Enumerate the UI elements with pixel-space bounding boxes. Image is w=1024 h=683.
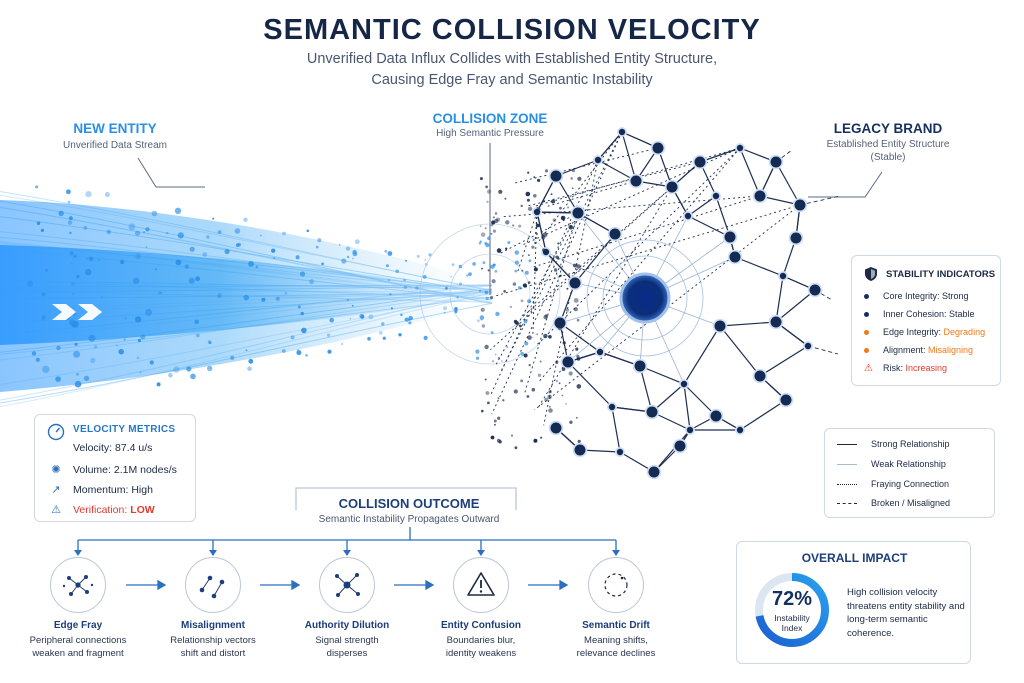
semantic-drift-desc-1: Meaning shifts, (584, 635, 648, 646)
legacy-brand-subtitle-line-1: Established Entity Structure (826, 139, 950, 150)
volume-row: ✺ Volume: 2.1M nodes/s (47, 463, 177, 476)
semantic-drift-desc-2: relevance declines (576, 648, 656, 659)
volume-value: Volume: 2.1M nodes/s (73, 464, 177, 476)
semantic-drift-circle (588, 557, 644, 613)
legend-weak: Weak Relationship (837, 459, 946, 469)
overall-impact-title: OVERALL IMPACT (801, 551, 908, 565)
fray-network-icon (62, 575, 94, 596)
shield-icon (865, 267, 877, 281)
dilution-icon (335, 573, 360, 597)
core-node (619, 272, 671, 324)
entity-confusion-desc-2: identity weakens (445, 648, 517, 659)
entity-confusion-desc-1: Boundaries blur, (446, 635, 516, 646)
stability-indicators-title: STABILITY INDICATORS (886, 269, 996, 280)
semantic-drift-title: Semantic Drift (582, 620, 650, 631)
momentum-row: ↗ Momentum: High (47, 483, 153, 496)
misalignment-title: Misalignment (181, 620, 245, 631)
legend-broken: Broken / Misaligned (837, 498, 950, 508)
speedometer-icon (47, 423, 65, 441)
legend-card: Strong Relationship Weak Relationship Fr… (824, 428, 995, 518)
verification-row: ⚠ Verification: LOW (47, 503, 155, 516)
warning-icon: ⚠ (51, 504, 61, 516)
verification-label: Verification: (73, 504, 131, 516)
momentum-value: Momentum: High (73, 484, 153, 496)
legacy-brand-subtitle-line-2: (Stable) (870, 152, 906, 163)
edge-fray-circle (50, 557, 106, 613)
authority-dilution-circle (319, 557, 375, 613)
stability-indicators-card: STABILITY INDICATORS Core Integrity: Str… (851, 255, 1001, 386)
legend-strong: Strong Relationship (837, 439, 950, 449)
page-subtitle-line-2: Causing Edge Fray and Semantic Instabili… (371, 72, 653, 88)
entity-confusion-circle (453, 557, 509, 613)
core-integrity-row: Core Integrity: Strong (864, 291, 969, 301)
misalignment-circle (185, 557, 241, 613)
misalignment-desc-1: Relationship vectors (170, 635, 256, 646)
outcome-arrows (126, 579, 569, 591)
new-entity-title: NEW ENTITY (73, 121, 157, 136)
edge-fray-desc-1: Peripheral connections (29, 635, 127, 646)
misalignment-icon (199, 575, 225, 599)
velocity-value: Velocity: 87.4 u/s (73, 442, 153, 454)
warning-icon (467, 572, 495, 596)
page-title: SEMANTIC COLLISION VELOCITY (263, 14, 761, 46)
flow-arrow-icon (52, 304, 102, 320)
collision-outcome-subtitle: Semantic Instability Propagates Outward (318, 514, 500, 525)
data-stream (0, 185, 498, 408)
edge-fray-desc-2: weaken and fragment (32, 648, 124, 659)
risk-row: ⚠Risk: Increasing (864, 363, 948, 374)
warning-icon: ⚠ (864, 363, 873, 374)
legacy-network (468, 127, 841, 480)
legend-fraying: Fraying Connection (837, 479, 949, 489)
overall-impact-description: High collision velocity threatens entity… (847, 587, 965, 639)
trend-icon: ↗ (51, 484, 61, 496)
edge-fray-title: Edge Fray (53, 620, 103, 631)
instability-gauge (755, 573, 829, 647)
alignment-row: Alignment: Misaligning (864, 345, 973, 355)
new-entity-subtitle: Unverified Data Stream (63, 140, 167, 151)
sun-icon: ✺ (51, 464, 61, 476)
misalignment-desc-2: shift and distort (180, 648, 246, 659)
collision-zone-title: COLLISION ZONE (432, 111, 548, 126)
authority-dilution-title: Authority Dilution (304, 620, 390, 631)
authority-dilution-desc-2: disperses (326, 648, 368, 659)
entity-confusion-title: Entity Confusion (441, 620, 521, 631)
verification-value: LOW (130, 504, 155, 516)
collision-outcome-title: COLLISION OUTCOME (338, 496, 480, 511)
outcome-connectors (77, 487, 617, 552)
authority-dilution-desc-1: Signal strength (315, 635, 379, 646)
collision-zone-subtitle: High Semantic Pressure (436, 128, 544, 139)
velocity-metrics-card: VELOCITY METRICS •Velocity: 87.4 u/s ✺ Vo… (34, 414, 196, 522)
inner-cohesion-row: Inner Cohesion: Stable (864, 309, 975, 319)
velocity-metrics-title: VELOCITY METRICS (73, 424, 176, 435)
velocity-row: •Velocity: 87.4 u/s (47, 442, 152, 454)
instability-value: 72% (771, 588, 813, 610)
edge-integrity-row: Edge Integrity: Degrading (864, 327, 985, 337)
drift-icon (604, 573, 628, 597)
legacy-brand-title: LEGACY BRAND (833, 121, 943, 136)
page-subtitle-line-1: Unverified Data Influx Collides with Est… (306, 51, 718, 67)
